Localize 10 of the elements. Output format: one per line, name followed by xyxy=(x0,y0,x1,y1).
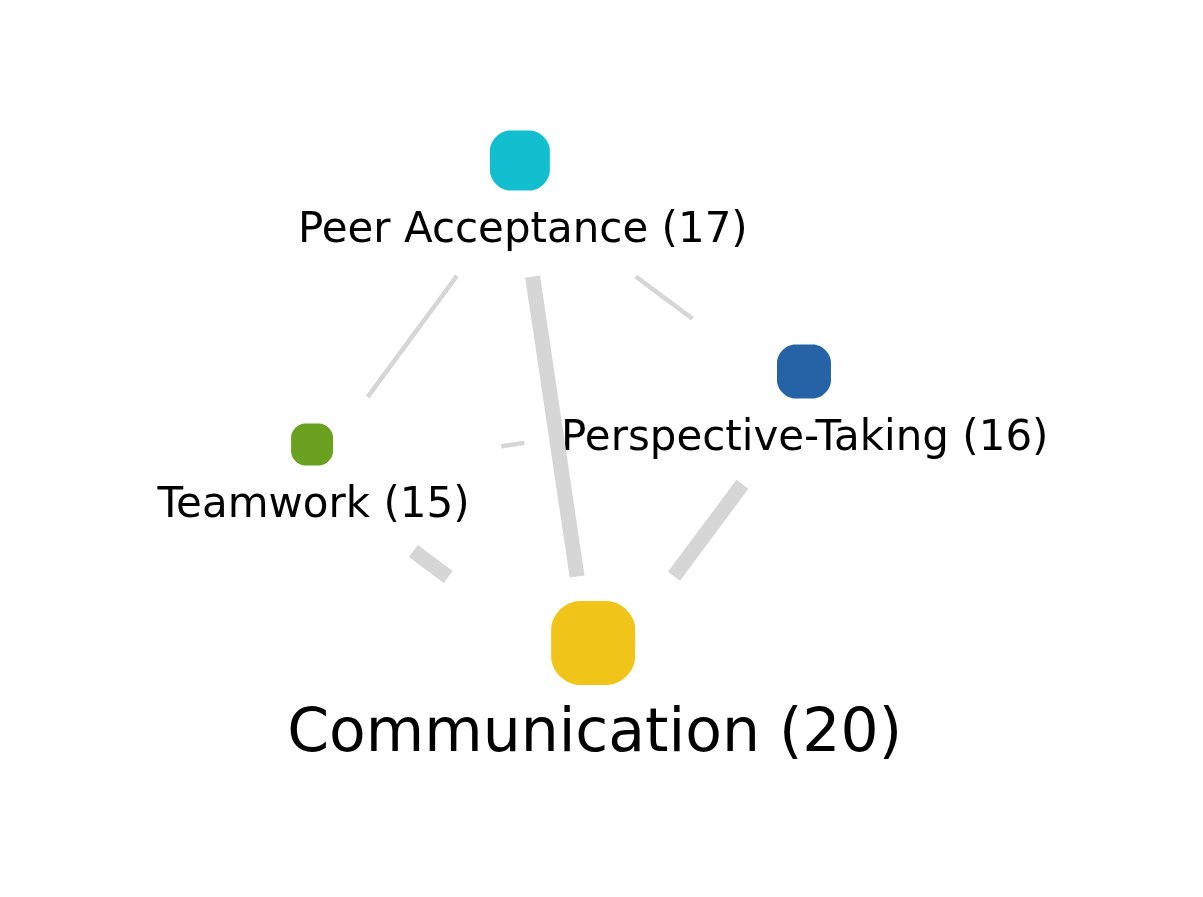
connector xyxy=(634,274,694,321)
node-label: Peer Acceptance (17) xyxy=(297,202,748,252)
connector xyxy=(408,544,453,583)
connector xyxy=(501,440,525,448)
connector xyxy=(668,479,749,581)
connector xyxy=(525,274,585,578)
connector xyxy=(365,274,459,398)
node-label: Teamwork (15) xyxy=(157,477,470,527)
node-label: Perspective-Taking (16) xyxy=(561,410,1049,460)
node-label: Communication (20) xyxy=(287,694,903,765)
